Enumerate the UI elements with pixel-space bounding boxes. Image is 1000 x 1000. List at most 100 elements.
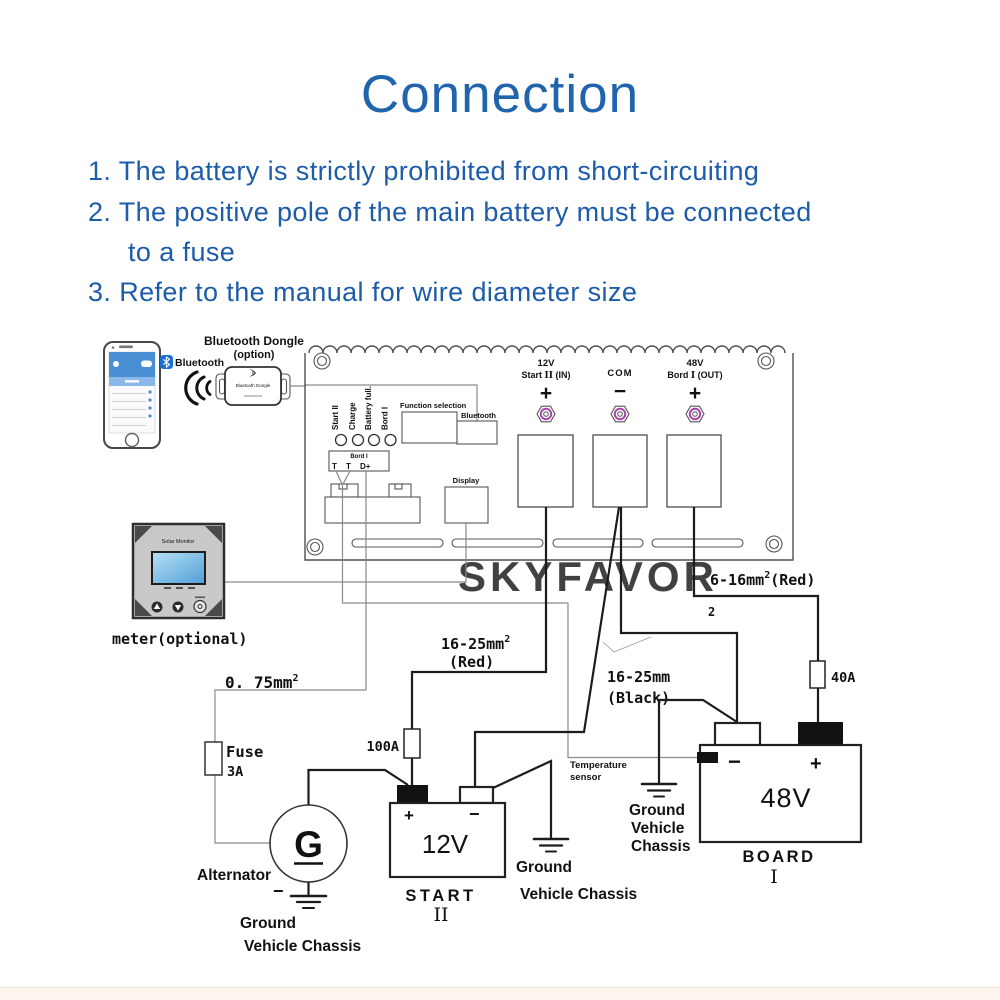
wire-com-to-48v-minus — [619, 507, 739, 722]
svg-text:COM: COM — [607, 368, 632, 379]
battery-12v-num: II — [433, 904, 448, 926]
led-label-battery-full: Battery full. — [364, 386, 373, 430]
function-selection-label: Function selection — [400, 401, 467, 410]
plus-sign: + — [540, 382, 552, 405]
battery-monitor-meter: Solar Monitor — [131, 522, 226, 620]
display-label: Display — [453, 476, 481, 485]
signal-terminal-block: Bord I T T D+ — [328, 450, 390, 472]
bluetooth-box-label: Bluetooth — [461, 411, 496, 420]
svg-text:Start II (IN): Start II (IN) — [522, 370, 571, 381]
battery-48v-voltage: 48V — [760, 783, 811, 813]
instruction-3: 3. Refer to the manual for wire diameter… — [88, 277, 638, 307]
fuse-3a-name: Fuse — [226, 743, 263, 761]
watermark: SKYFAVOR — [458, 553, 718, 600]
terminal-12v-in: 12V Start II (IN) + — [517, 358, 574, 508]
meter-corner-cuts — [135, 526, 222, 616]
ground-48v-line2: Vehicle — [631, 820, 685, 837]
battery-12v-minus: − — [469, 804, 480, 824]
label-0-75mm: 0. 75mm2 — [225, 673, 298, 692]
meter-lcd — [151, 551, 206, 585]
instruction-1: 1. The battery is strictly prohibited fr… — [88, 156, 760, 186]
fuse-100a: 100A — [366, 728, 421, 759]
temp-sensor-block — [697, 752, 718, 763]
battery-48v-plus-terminal — [798, 722, 843, 746]
app-toggle-pill — [141, 360, 152, 367]
svg-text:48V: 48V — [687, 358, 705, 369]
fuse-40a: 40A — [809, 660, 855, 689]
dongle-subtitle: (option) — [234, 349, 275, 361]
bluetooth-logo-text: Bluetooth — [175, 357, 224, 369]
svg-text:Bord I (OUT): Bord I (OUT) — [667, 370, 722, 381]
battery-48v-body — [698, 743, 863, 844]
wire-dplus — [214, 471, 367, 844]
ground-symbol-48v — [640, 782, 678, 798]
dongle-inner-text: Bluetooth Dongle — [236, 383, 271, 388]
ground-48v-line1: Ground — [629, 802, 685, 819]
ground-12v-line2: Vehicle Chassis — [520, 886, 637, 903]
label-16-25-black-color: (Black) — [607, 689, 670, 707]
svg-text:12V: 12V — [538, 358, 556, 369]
battery-48v-plus: + — [810, 753, 822, 775]
battery-12v-name: START — [405, 887, 476, 905]
mounting-holes — [306, 352, 783, 556]
label-16-25-black: 16-25mm — [607, 668, 670, 686]
battery-48v-name: BOARD — [743, 848, 816, 866]
instruction-2-wrap: to a fuse — [128, 237, 236, 267]
ground-symbol-12v — [532, 837, 570, 853]
pin-dplus: D+ — [360, 462, 371, 471]
radio-waves-icon — [184, 370, 212, 406]
ground-alt-line2: Vehicle Chassis — [244, 938, 361, 955]
battery-12v-plus: + — [404, 806, 414, 825]
phone-home-button — [124, 432, 140, 448]
app-row-chevrons — [148, 390, 152, 418]
terminal-48v-out: 48V Bord I (OUT) + — [666, 358, 723, 508]
label-16-25-red: 16-25mm2 — [441, 634, 510, 653]
wire-display-to-meter — [225, 523, 467, 583]
function-selection-box — [401, 411, 458, 444]
battery-12v-minus-terminal — [458, 785, 495, 805]
wire-48v-output — [692, 507, 820, 722]
app-status-dot — [113, 361, 119, 367]
battery-48v-num: I — [770, 866, 778, 888]
app-list-rows — [112, 393, 146, 426]
label-6-16-red: 6-16mm2(Red) — [710, 570, 815, 589]
terminal-com: COM − — [592, 368, 648, 508]
terminal-block-title: Bord I — [350, 454, 368, 460]
terminal-nuts — [536, 405, 705, 423]
bluetooth-box — [456, 420, 498, 445]
bluetooth-logo: Bluetooth — [160, 355, 224, 369]
instruction-2: 2. The positive pole of the main battery… — [88, 197, 812, 227]
dongle-title: Bluetooth Dongle — [204, 334, 304, 348]
battery-12v-plus-terminal — [397, 785, 428, 803]
bottom-strip — [0, 987, 1000, 1000]
label-16-25-red-color: (Red) — [449, 653, 494, 671]
meter-caption: meter(optional) — [112, 630, 247, 648]
battery-12v-voltage: 12V — [422, 829, 469, 859]
phone-speaker — [119, 345, 133, 349]
led-label-start: Start II — [331, 405, 340, 430]
smartphone — [103, 341, 161, 449]
meter-screen-title: Solar Monitor — [162, 539, 195, 545]
bluetooth-icon — [163, 356, 170, 368]
pin-t1: T — [332, 462, 337, 471]
fuse-3a-rating: 3A — [227, 764, 243, 780]
led-label-charge: Charge — [348, 402, 357, 430]
label-leader-line — [602, 636, 652, 653]
display-box — [444, 486, 489, 524]
label-stray-sup2: 2 — [708, 605, 715, 619]
bluetooth-dongle: Bluetooth Dongle (option) Bluetooth Dong… — [204, 334, 304, 406]
meter-lcd-legend-marks — [164, 587, 195, 589]
fuse-40a-rating: 40A — [831, 670, 855, 686]
ground-alt-line1: Ground — [240, 915, 296, 932]
ground-symbol-alternator — [289, 894, 328, 909]
led-label-bord: Bord I — [381, 407, 390, 430]
minus-sign: − — [614, 380, 626, 403]
alternator-label: Alternator — [197, 867, 271, 884]
fuse-3a: Fuse 3A — [204, 741, 263, 780]
wire-com-to-12v-minus — [473, 506, 621, 787]
temp-sensor-line1: Temperature — [570, 760, 627, 771]
charger-board: Start II Charge Battery full. Bord I Fun… — [304, 345, 794, 561]
alternator-symbol: G — [294, 824, 323, 865]
status-leds — [334, 433, 397, 447]
